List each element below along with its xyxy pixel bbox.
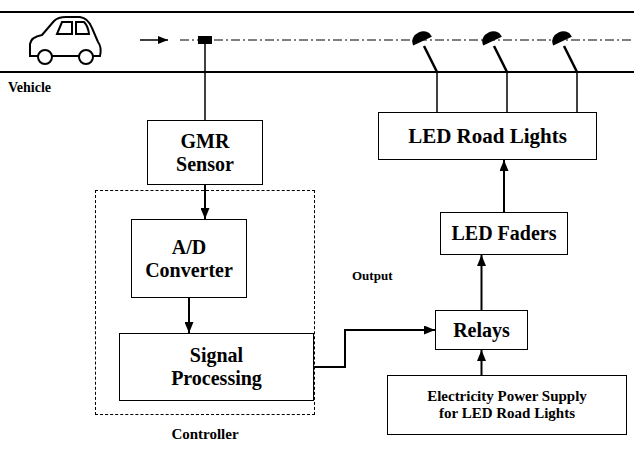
flow-arrow [481, 255, 483, 310]
box-label: LED Faders [452, 222, 557, 245]
output-label: Output [352, 268, 392, 284]
box-label: Signal Processing [157, 344, 277, 390]
power-box: Electricity Power Supply for LED Road Li… [387, 375, 627, 435]
road-edge [0, 71, 634, 73]
box-label: LED Road Lights [408, 124, 567, 148]
flow-arrow [503, 160, 505, 212]
box-label: GMR Sensor [155, 130, 255, 176]
group-heading: Controller [96, 426, 314, 443]
flow-arrow [481, 350, 483, 375]
box-label: A/D Converter [139, 236, 239, 282]
sensor-box: GMR Sensor [147, 120, 263, 185]
road-edge [0, 11, 634, 13]
road-sensor [198, 36, 212, 44]
sensor-wire [204, 44, 206, 120]
street-lamps [411, 30, 577, 72]
converter-box: A/D Converter [131, 219, 247, 298]
lights-box: LED Road Lights [378, 112, 597, 160]
vehicle-label: Vehicle [8, 80, 51, 96]
direction-arrow [140, 39, 168, 41]
lamp-wires [437, 72, 577, 112]
processing-box: Signal Processing [119, 333, 314, 401]
flow-arrow [314, 330, 435, 367]
controller-group: ControllerA/D ConverterSignal Processing [95, 190, 315, 415]
road-centerline [180, 40, 634, 41]
fader-box: LED Faders [440, 212, 568, 255]
relay-box: Relays [435, 310, 528, 350]
box-label: Relays [453, 319, 510, 342]
flow-arrow [188, 298, 190, 333]
vehicle-icon [30, 17, 101, 64]
box-label: Electricity Power Supply for LED Road Li… [420, 388, 595, 423]
